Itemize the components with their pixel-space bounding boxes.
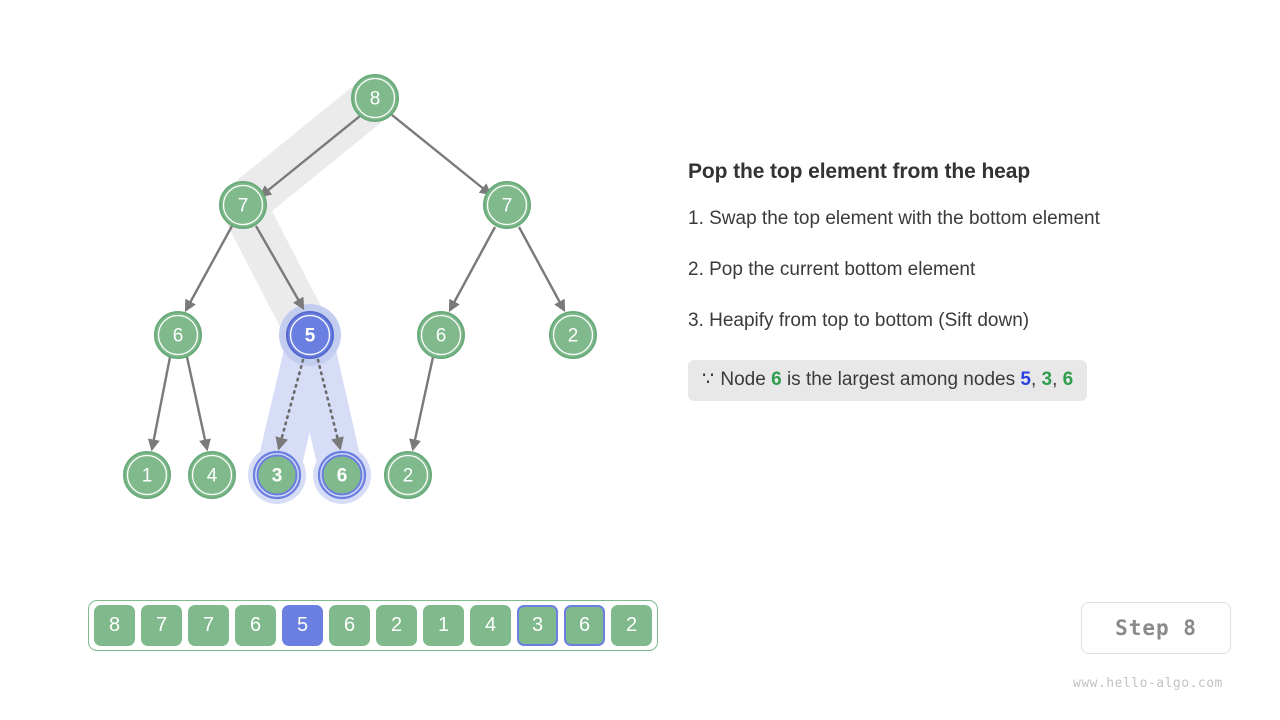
hint-value-b: 3 — [1041, 369, 1053, 391]
node-circle — [256, 454, 298, 496]
tree-node-n6[interactable]: 2 — [549, 311, 597, 359]
explanation-panel: Pop the top element from the heap 1. Swa… — [688, 160, 1218, 402]
node-circle — [351, 74, 399, 122]
array-cell[interactable]: 7 — [188, 605, 229, 646]
edge-n2-n5 — [448, 226, 497, 313]
tree-node-n1[interactable]: 7 — [219, 181, 267, 229]
tree-node-n8[interactable]: 4 — [188, 451, 236, 499]
node-label: 3 — [272, 466, 283, 487]
tree-svg-canvas: 8 7 7 6 — [123, 74, 597, 504]
node-label: 2 — [403, 466, 414, 487]
tree-nodes: 8 7 7 6 — [123, 74, 597, 500]
array-cell[interactable]: 7 — [141, 605, 182, 646]
array-cell[interactable]: 2 — [611, 605, 652, 646]
hint-text-2: is the largest among nodes — [786, 369, 1016, 391]
reason-hint-box: ∵ Node 6 is the largest among nodes 5, 3… — [688, 360, 1088, 402]
heap-tree-visualization: 8 7 7 6 — [0, 0, 670, 560]
edge-n0-n2 — [391, 114, 492, 196]
because-symbol: ∵ — [702, 369, 716, 391]
array-cell[interactable]: 1 — [423, 605, 464, 646]
tree-node-n9-ringed[interactable]: 3 — [252, 450, 302, 500]
node-inner-ring — [157, 314, 199, 356]
node-circle — [417, 311, 465, 359]
node-circle — [188, 451, 236, 499]
node-outer-ring — [252, 450, 302, 500]
tree-node-n11[interactable]: 2 — [384, 451, 432, 499]
page-title: Pop the top element from the heap — [688, 160, 1031, 183]
edge-n3-n8 — [185, 356, 211, 452]
node-circle — [154, 311, 202, 359]
hint-value-a: 5 — [1020, 369, 1031, 391]
hint-value-c: 6 — [1062, 369, 1074, 391]
node-label: 7 — [502, 196, 513, 217]
node-circle — [219, 181, 267, 229]
tree-node-n4-selected[interactable]: 5 — [286, 311, 334, 359]
node-circle — [483, 181, 531, 229]
array-cell[interactable]: 2 — [376, 605, 417, 646]
node-circle — [321, 454, 363, 496]
node-inner-ring — [387, 454, 429, 496]
node-inner-ring — [354, 77, 396, 119]
node-inner-ring — [420, 314, 462, 356]
node-label: 6 — [173, 326, 184, 347]
tree-node-n3[interactable]: 6 — [154, 311, 202, 359]
tree-node-n0[interactable]: 8 — [351, 74, 399, 122]
edge-n0-n1 — [259, 115, 361, 198]
node-label: 7 — [238, 196, 249, 217]
node-label: 2 — [568, 326, 579, 347]
array-cell-selected[interactable]: 5 — [282, 605, 323, 646]
array-cell[interactable]: 4 — [470, 605, 511, 646]
node-inner-ring — [126, 454, 168, 496]
hint-text-1: Node — [720, 369, 766, 391]
node-outer-ring — [317, 450, 367, 500]
step-badge: Step 8 — [1081, 602, 1231, 654]
node-label: 6 — [436, 326, 447, 347]
node-circle — [286, 311, 334, 359]
array-cell[interactable]: 8 — [94, 605, 135, 646]
edge-n3-n7 — [147, 356, 172, 452]
node-label: 6 — [337, 466, 348, 487]
instruction-step-3: 3. Heapify from top to bottom (Sift down… — [688, 309, 1030, 331]
array-cell-ringed[interactable]: 6 — [564, 605, 605, 646]
node-inner-ring — [191, 454, 233, 496]
array-cell[interactable]: 6 — [329, 605, 370, 646]
hint-parent-value: 6 — [771, 369, 782, 391]
edge-n4-n9 — [275, 358, 305, 451]
tree-node-n10-ringed[interactable]: 6 — [317, 450, 367, 500]
node-inner-ring — [486, 184, 528, 226]
instruction-step-2: 2. Pop the current bottom element — [688, 258, 976, 280]
node-inner-ring — [552, 314, 594, 356]
instruction-step-1: 1. Swap the top element with the bottom … — [688, 208, 1100, 229]
tree-edges — [147, 114, 566, 452]
array-cell[interactable]: 6 — [235, 605, 276, 646]
node-label: 1 — [142, 466, 153, 487]
edge-n1-n4 — [254, 225, 305, 311]
tree-node-n7[interactable]: 1 — [123, 451, 171, 499]
node-inner-ring — [222, 184, 264, 226]
tree-node-n5[interactable]: 6 — [417, 311, 465, 359]
hint-sep-2: , — [1052, 369, 1058, 391]
node-circle — [384, 451, 432, 499]
node-label: 4 — [207, 466, 218, 487]
edge-n1-n3 — [184, 225, 234, 313]
tree-node-n2[interactable]: 7 — [483, 181, 531, 229]
node-inner-ring — [289, 314, 331, 356]
hint-sep-1: , — [1030, 369, 1037, 391]
edge-n4-n10 — [316, 358, 344, 451]
node-circle — [123, 451, 171, 499]
heap-array-representation: 8 7 7 6 5 6 2 1 4 3 6 2 — [88, 600, 658, 651]
array-cell-ringed[interactable]: 3 — [517, 605, 558, 646]
node-label: 8 — [370, 89, 381, 110]
edge-n2-n6 — [517, 226, 566, 313]
edge-n5-n11 — [409, 356, 435, 452]
node-label: 5 — [305, 326, 316, 347]
watermark: www.hello-algo.com — [1073, 676, 1223, 691]
node-circle — [549, 311, 597, 359]
